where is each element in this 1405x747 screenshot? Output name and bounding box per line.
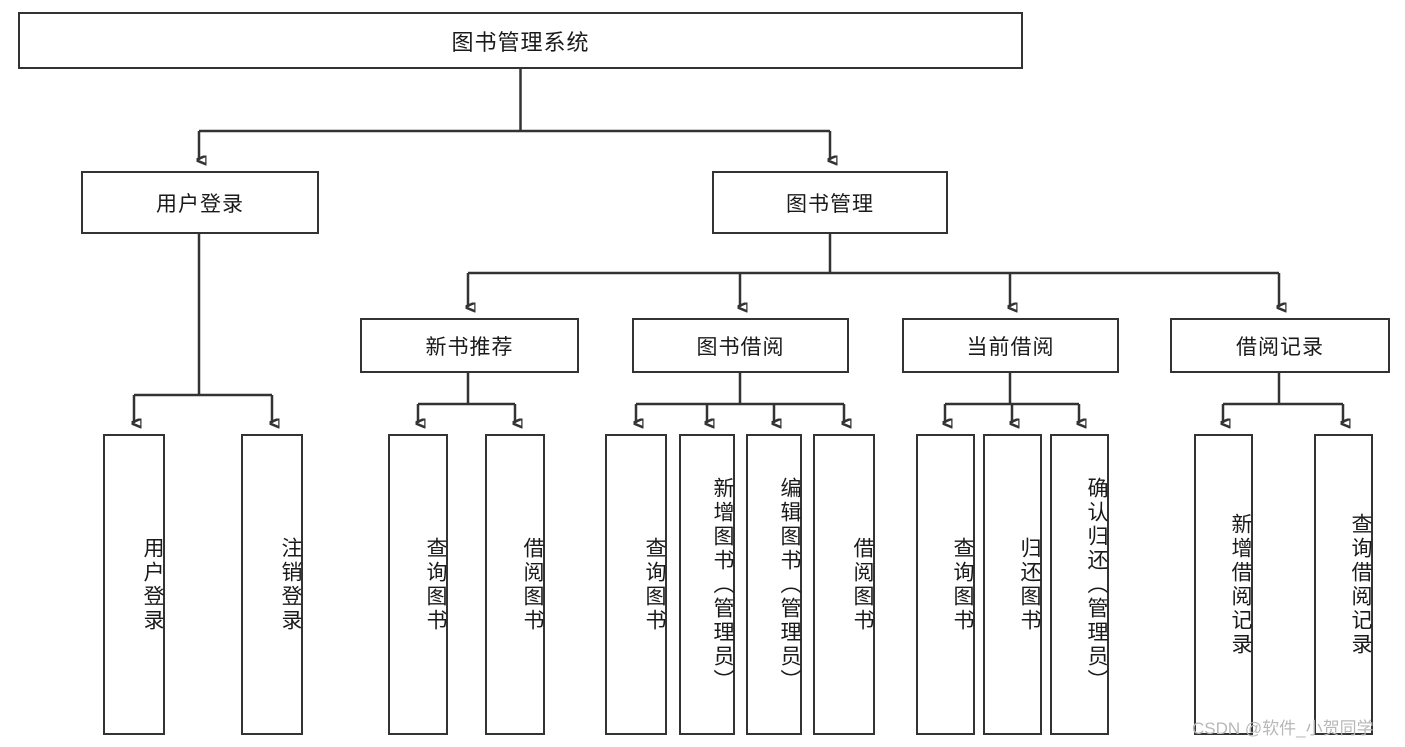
node-leaf-edit-book-admin[interactable]: 编辑图书（管理员） <box>746 434 802 735</box>
watermark: CSDN @软件_小贺同学 <box>1192 719 1374 738</box>
node-leaf-add-borrow-record[interactable]: 新增借阅记录 <box>1194 434 1253 735</box>
node-leaf-confirm-return-admin[interactable]: 确认归还（管理员） <box>1050 434 1109 735</box>
node-book-management[interactable]: 图书管理 <box>712 171 948 234</box>
node-leaf-user-login[interactable]: 用户登录 <box>103 434 165 735</box>
node-leaf-return-book[interactable]: 归还图书 <box>983 434 1042 735</box>
node-leaf-query-book-current[interactable]: 查询图书 <box>916 434 975 735</box>
node-borrow-record-label: 借阅记录 <box>1236 335 1324 359</box>
node-leaf-user-login-label: 用户登录 <box>141 536 164 633</box>
node-leaf-query-book-borrow-label: 查询图书 <box>643 536 666 633</box>
node-leaf-borrow-book-recommend-label: 借阅图书 <box>521 536 544 633</box>
node-leaf-query-borrow-record-label: 查询借阅记录 <box>1349 512 1372 657</box>
node-leaf-borrow-book-recommend[interactable]: 借阅图书 <box>485 434 545 735</box>
node-new-book-recommend[interactable]: 新书推荐 <box>360 318 579 373</box>
node-root-label: 图书管理系统 <box>451 29 590 55</box>
node-leaf-borrow-book-borrow-label: 借阅图书 <box>851 536 874 633</box>
node-current-borrow[interactable]: 当前借阅 <box>902 318 1119 373</box>
node-leaf-confirm-return-admin-label: 确认归还（管理员） <box>1085 476 1108 693</box>
node-leaf-return-book-label: 归还图书 <box>1018 536 1041 633</box>
node-leaf-query-book-borrow[interactable]: 查询图书 <box>605 434 667 735</box>
node-leaf-logout-label: 注销登录 <box>279 536 302 633</box>
node-root[interactable]: 图书管理系统 <box>18 12 1023 69</box>
node-leaf-query-borrow-record[interactable]: 查询借阅记录 <box>1314 434 1373 735</box>
node-leaf-add-book-admin-label: 新增图书（管理员） <box>711 476 734 693</box>
node-leaf-logout[interactable]: 注销登录 <box>241 434 303 735</box>
node-leaf-edit-book-admin-label: 编辑图书（管理员） <box>778 476 801 693</box>
node-borrow-record[interactable]: 借阅记录 <box>1170 318 1390 373</box>
node-book-management-label: 图书管理 <box>786 192 874 216</box>
node-user-login[interactable]: 用户登录 <box>81 171 319 234</box>
node-user-login-label: 用户登录 <box>156 192 244 216</box>
node-leaf-query-book-recommend[interactable]: 查询图书 <box>388 434 448 735</box>
node-current-borrow-label: 当前借阅 <box>966 335 1055 359</box>
node-leaf-borrow-book-borrow[interactable]: 借阅图书 <box>813 434 875 735</box>
node-leaf-query-book-current-label: 查询图书 <box>951 536 974 633</box>
node-book-borrow-label: 图书借阅 <box>696 335 785 359</box>
node-book-borrow[interactable]: 图书借阅 <box>632 318 849 373</box>
node-leaf-add-book-admin[interactable]: 新增图书（管理员） <box>679 434 735 735</box>
node-leaf-add-borrow-record-label: 新增借阅记录 <box>1229 512 1252 657</box>
node-leaf-query-book-recommend-label: 查询图书 <box>424 536 447 633</box>
node-new-book-recommend-label: 新书推荐 <box>425 335 514 359</box>
